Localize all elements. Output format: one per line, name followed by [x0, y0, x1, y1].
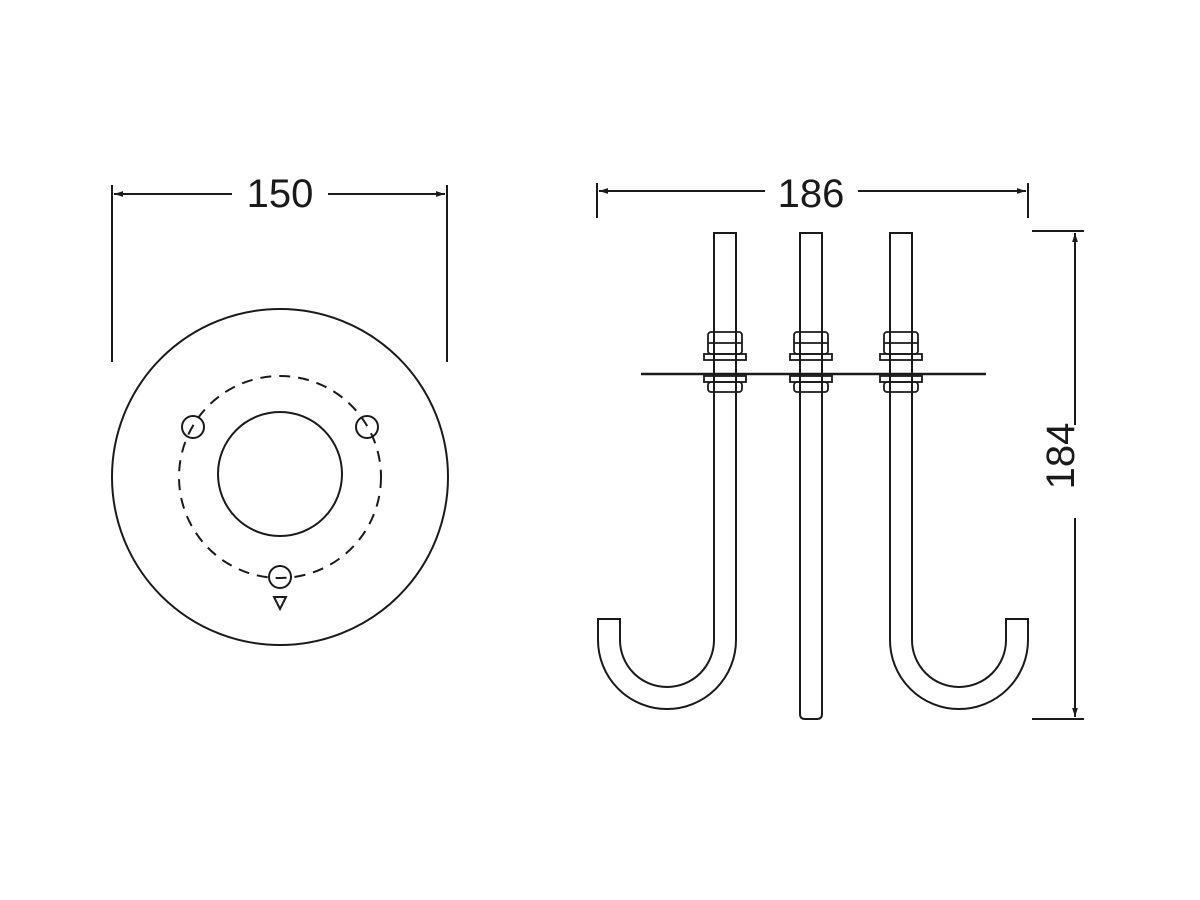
- bolt-circle-dashed: [178, 375, 382, 579]
- j-bolt-right: [889, 232, 1029, 710]
- bolt-hole-bottom: [268, 565, 292, 589]
- j-bolt-left: [597, 232, 737, 710]
- side-height-dimension: 184: [1039, 423, 1083, 490]
- bolt-hole-right: [355, 415, 379, 439]
- nut-assembly-middle: [789, 331, 833, 393]
- side-width-dimension: 186: [778, 172, 845, 216]
- nut-assembly-right: [879, 331, 923, 393]
- front-view: [111, 185, 449, 646]
- nut-assembly-left: [703, 331, 747, 393]
- side-view: [596, 183, 1084, 720]
- orientation-triangle-icon: [272, 596, 288, 612]
- base-plate-outline: [111, 308, 449, 646]
- center-hole: [217, 411, 343, 537]
- straight-bolt-middle: [799, 232, 823, 720]
- bolt-hole-left: [181, 415, 205, 439]
- front-width-dimension: 150: [247, 172, 314, 216]
